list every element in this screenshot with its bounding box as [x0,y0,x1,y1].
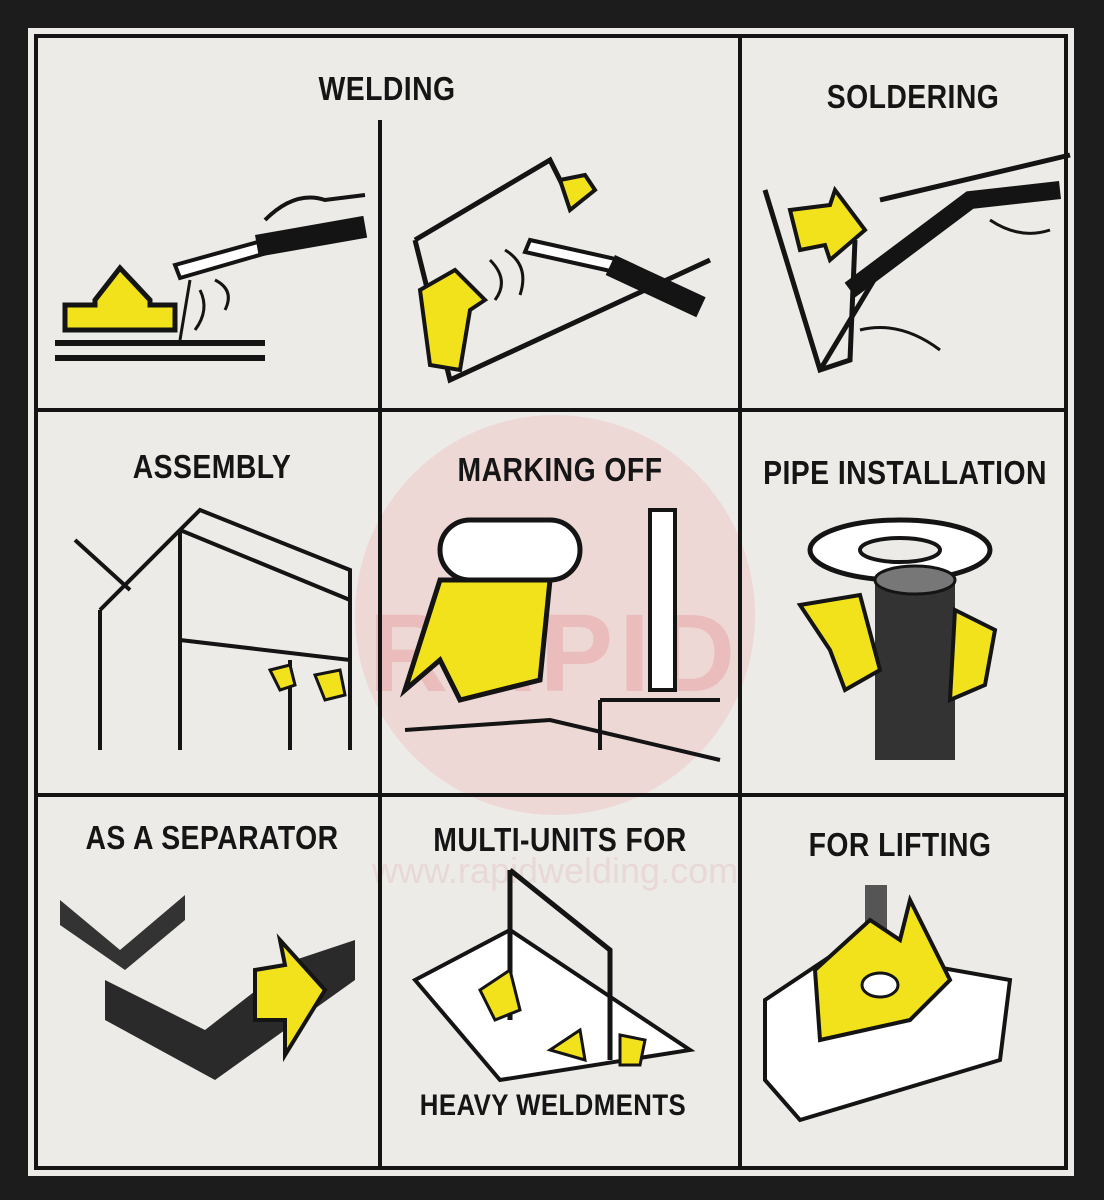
multi-units-icon [411,868,696,1083]
separator-icon [60,895,355,1080]
divider-v2 [738,34,742,1170]
welding-flat-icon [55,193,368,361]
divider-h2 [34,793,1068,797]
welding-corner-icon [412,156,712,384]
pipe-installation-icon [796,517,998,760]
label-assembly: ASSEMBLY [132,448,292,485]
assembly-icon [73,507,352,750]
lifting-icon [763,885,1013,1123]
watermark-url: www.rapidwelding.com [371,850,739,891]
label-welding: WELDING [318,70,456,107]
watermark-logo [355,415,755,815]
divider-v1 [378,120,382,1170]
label-multi-units: MULTI-UNITS FOR [433,821,687,858]
label-lifting: FOR LIFTING [808,826,992,863]
grid-frame [34,34,1068,1170]
divider-h1 [34,408,1068,412]
label-heavy-weldments: HEAVY WELDMENTS [419,1089,687,1122]
soldering-icon [762,152,1071,374]
label-pipe-installation: PIPE INSTALLATION [763,454,1047,491]
label-separator: AS A SEPARATOR [85,819,339,856]
marking-off-icon [399,508,721,762]
label-marking-off: MARKING OFF [457,451,663,488]
label-soldering: SOLDERING [826,78,1000,115]
